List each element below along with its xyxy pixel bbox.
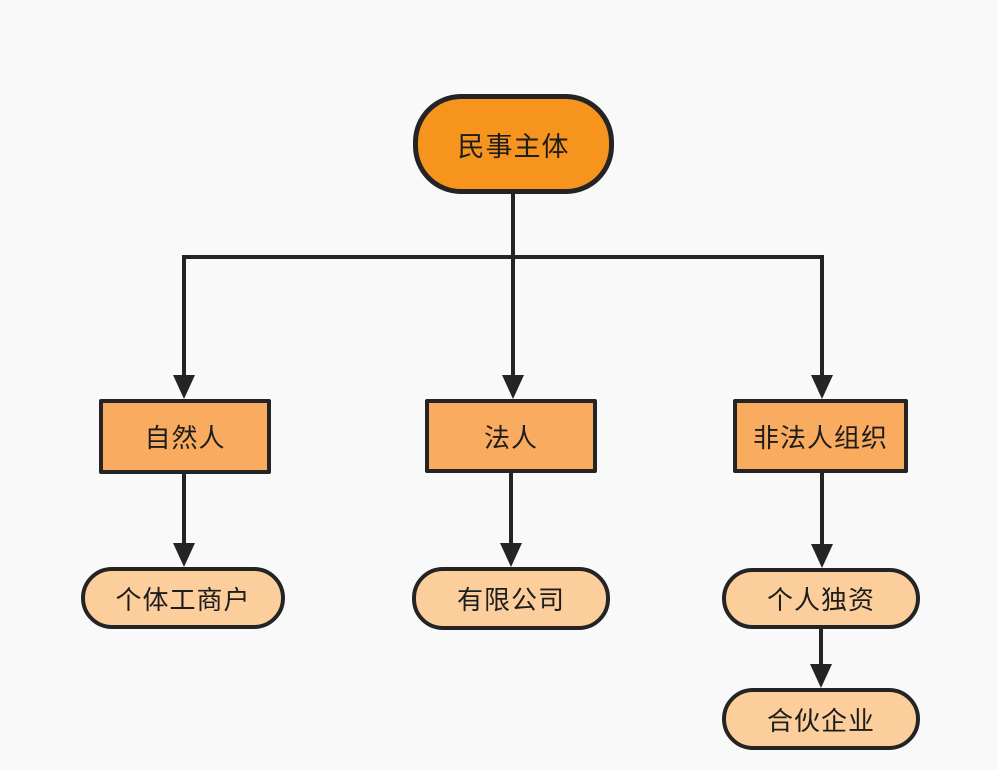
connector-natural-to-individual: [182, 473, 186, 547]
node-natural-person: 自然人: [99, 399, 271, 474]
node-partnership-enterprise: 合伙企业: [722, 688, 920, 750]
node-partnership-enterprise-label: 合伙企业: [766, 705, 875, 736]
node-individual-business-label: 个体工商户: [115, 584, 251, 615]
arrowhead-to-sole-proprietorship-icon: [811, 544, 833, 568]
node-limited-company-label: 有限公司: [456, 585, 565, 615]
node-sole-proprietorship: 个人独资: [722, 568, 920, 629]
arrowhead-to-limited-company-icon: [500, 543, 522, 567]
connector-sole-to-partnership: [819, 627, 823, 668]
node-unincorporated-organization-label: 非法人组织: [752, 422, 888, 453]
node-civil-subject-label: 民事主体: [457, 131, 570, 162]
connector-bus-to-natural-person: [182, 255, 186, 378]
node-limited-company: 有限公司: [412, 567, 610, 630]
node-unincorporated-organization: 非法人组织: [733, 399, 908, 473]
connector-horizontal-bus: [182, 255, 824, 259]
arrowhead-to-legal-person-icon: [502, 375, 524, 399]
node-legal-person: 法人: [425, 399, 597, 473]
node-civil-subject: 民事主体: [413, 94, 614, 194]
node-legal-person-label: 法人: [483, 422, 538, 453]
node-sole-proprietorship-label: 个人独资: [766, 585, 875, 615]
connector-legal-to-limited: [509, 472, 513, 547]
node-individual-business: 个体工商户: [81, 567, 285, 629]
arrowhead-to-unincorporated-icon: [811, 375, 833, 399]
connector-unincorp-to-sole: [820, 472, 824, 548]
arrowhead-to-natural-person-icon: [173, 375, 195, 399]
arrowhead-to-individual-business-icon: [173, 543, 195, 567]
arrowhead-to-partnership-icon: [810, 664, 832, 688]
connector-root-to-legal-person: [511, 192, 515, 378]
node-natural-person-label: 自然人: [144, 423, 226, 453]
connector-bus-to-unincorporated: [820, 255, 824, 378]
